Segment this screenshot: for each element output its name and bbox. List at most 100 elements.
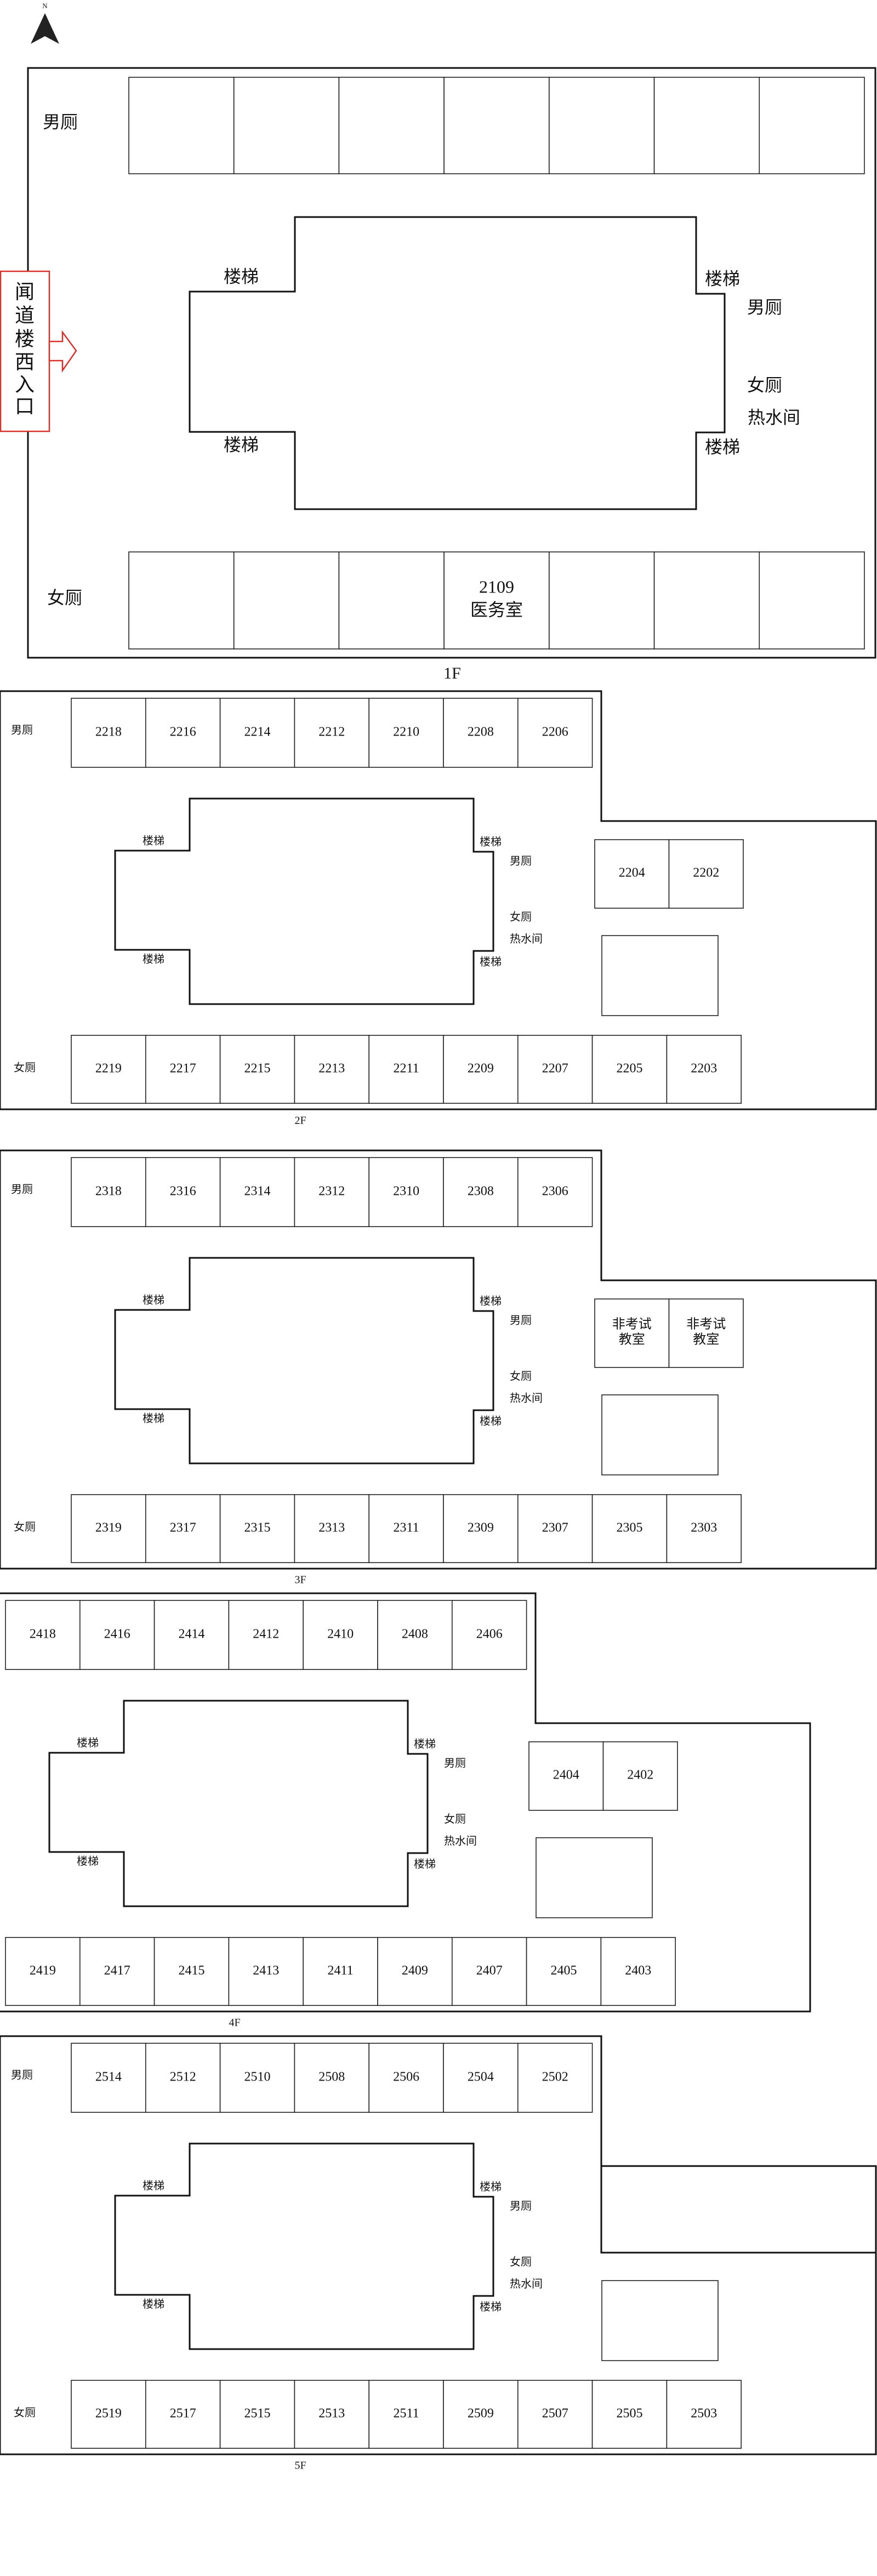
room-number: 2413 bbox=[253, 1964, 279, 1978]
clinic-name: 医务室 bbox=[470, 600, 523, 619]
room-number: 2515 bbox=[244, 2407, 271, 2421]
mens-restroom-label: 男厕 bbox=[510, 2201, 532, 2213]
stairs-label: 楼梯 bbox=[480, 1295, 502, 1308]
room-number: 2318 bbox=[95, 1184, 122, 1199]
room-number: 2217 bbox=[170, 1062, 196, 1076]
central-atrium bbox=[114, 797, 494, 1005]
clinic-room bbox=[443, 551, 550, 649]
classroom bbox=[368, 1157, 444, 1227]
room-number: 2214 bbox=[244, 725, 271, 739]
room-number: 2416 bbox=[104, 1627, 130, 1642]
mens-restroom-label: 男厕 bbox=[510, 1315, 532, 1327]
stairs-label: 楼梯 bbox=[705, 437, 740, 457]
central-atrium bbox=[48, 1700, 429, 1907]
classroom bbox=[153, 1937, 230, 2006]
room-name: 教室 bbox=[619, 1332, 645, 1347]
classroom bbox=[303, 1937, 378, 2006]
hot-water-room-label: 热水间 bbox=[748, 407, 800, 427]
classroom bbox=[233, 551, 340, 649]
classroom bbox=[517, 1157, 593, 1227]
classroom bbox=[5, 1937, 81, 2006]
room-number: 2310 bbox=[393, 1184, 419, 1199]
classroom bbox=[71, 1157, 146, 1227]
room-name: 2404 bbox=[553, 1768, 579, 1782]
entrance-label-char: 道 bbox=[15, 304, 35, 326]
room-number: 2311 bbox=[394, 1521, 419, 1535]
room-number: 2303 bbox=[691, 1521, 717, 1535]
classroom bbox=[443, 1035, 519, 1104]
room-number: 2409 bbox=[402, 1964, 428, 1978]
unlabeled-room bbox=[601, 2280, 719, 2361]
classroom bbox=[517, 1494, 593, 1563]
room-number: 2205 bbox=[617, 1062, 643, 1076]
womens-restroom-label: 女厕 bbox=[510, 1370, 532, 1383]
hot-water-room-label: 热水间 bbox=[510, 933, 543, 945]
room-number: 2508 bbox=[318, 2070, 345, 2084]
classroom bbox=[228, 1600, 304, 1670]
room-name: 2402 bbox=[627, 1768, 653, 1782]
classroom bbox=[145, 1157, 221, 1227]
room-number: 2309 bbox=[468, 1521, 494, 1535]
classroom bbox=[338, 551, 445, 649]
room-number: 2307 bbox=[542, 1521, 568, 1535]
classroom bbox=[759, 551, 865, 649]
stairs-label: 楼梯 bbox=[143, 953, 164, 966]
room-number: 2212 bbox=[318, 725, 345, 739]
entrance-label-char: 口 bbox=[15, 395, 35, 417]
classroom bbox=[517, 2043, 593, 2113]
classroom bbox=[71, 2380, 146, 2449]
classroom bbox=[368, 2380, 444, 2449]
classroom bbox=[602, 1741, 678, 1811]
classroom bbox=[219, 2043, 295, 2113]
classroom bbox=[5, 1600, 81, 1670]
room-number: 2509 bbox=[468, 2407, 494, 2421]
classroom bbox=[128, 77, 235, 174]
stairs-label: 楼梯 bbox=[224, 435, 259, 454]
room-number: 2506 bbox=[393, 2070, 419, 2084]
room-number: 2410 bbox=[327, 1627, 354, 1642]
stairs-label: 楼梯 bbox=[480, 2301, 502, 2313]
mens-restroom-label: 男厕 bbox=[43, 112, 78, 132]
room-number: 2209 bbox=[468, 1062, 494, 1076]
room-number: 2414 bbox=[179, 1627, 205, 1642]
room-number: 2507 bbox=[542, 2407, 568, 2421]
hot-water-room-label: 热水间 bbox=[510, 1392, 543, 1405]
room-number: 2411 bbox=[328, 1964, 354, 1978]
room-number: 2207 bbox=[542, 1062, 568, 1076]
classroom bbox=[600, 1937, 676, 2006]
stairs-label: 楼梯 bbox=[414, 1738, 436, 1751]
room-number: 2419 bbox=[30, 1964, 56, 1978]
womens-restroom-label: 女厕 bbox=[47, 588, 82, 607]
unlabeled-room bbox=[601, 1394, 719, 1475]
classroom bbox=[517, 2380, 593, 2449]
room-number: 2218 bbox=[95, 725, 122, 739]
classroom bbox=[233, 77, 340, 174]
stairs-label: 楼梯 bbox=[480, 1415, 502, 1428]
classroom bbox=[368, 1035, 444, 1104]
classroom bbox=[443, 1494, 519, 1563]
classroom bbox=[79, 1937, 155, 2006]
room-number: 2208 bbox=[468, 725, 494, 739]
stairs-label: 楼梯 bbox=[77, 1737, 99, 1749]
entrance-label-char: 楼 bbox=[15, 328, 35, 350]
mens-restroom-label: 男厕 bbox=[444, 1758, 466, 1770]
room-number: 2412 bbox=[253, 1627, 279, 1642]
floor-label: 2F bbox=[294, 1115, 306, 1127]
outer-wall bbox=[0, 1592, 811, 2013]
classroom bbox=[338, 77, 445, 174]
outer-wall bbox=[0, 690, 877, 1110]
central-atrium bbox=[114, 1257, 494, 1464]
room-number: 2517 bbox=[170, 2407, 196, 2421]
entrance-label-char: 西 bbox=[15, 351, 35, 373]
classroom bbox=[443, 1157, 519, 1227]
entrance-label-char: 入 bbox=[15, 373, 35, 395]
room-number: 2504 bbox=[468, 2070, 494, 2084]
room-number: 2315 bbox=[244, 1521, 271, 1535]
room-name: 非考试 bbox=[612, 1317, 652, 1332]
classroom bbox=[451, 1937, 527, 2006]
room-number: 2216 bbox=[170, 725, 196, 739]
room-number: 2407 bbox=[476, 1964, 503, 1978]
classroom bbox=[145, 1035, 221, 1104]
